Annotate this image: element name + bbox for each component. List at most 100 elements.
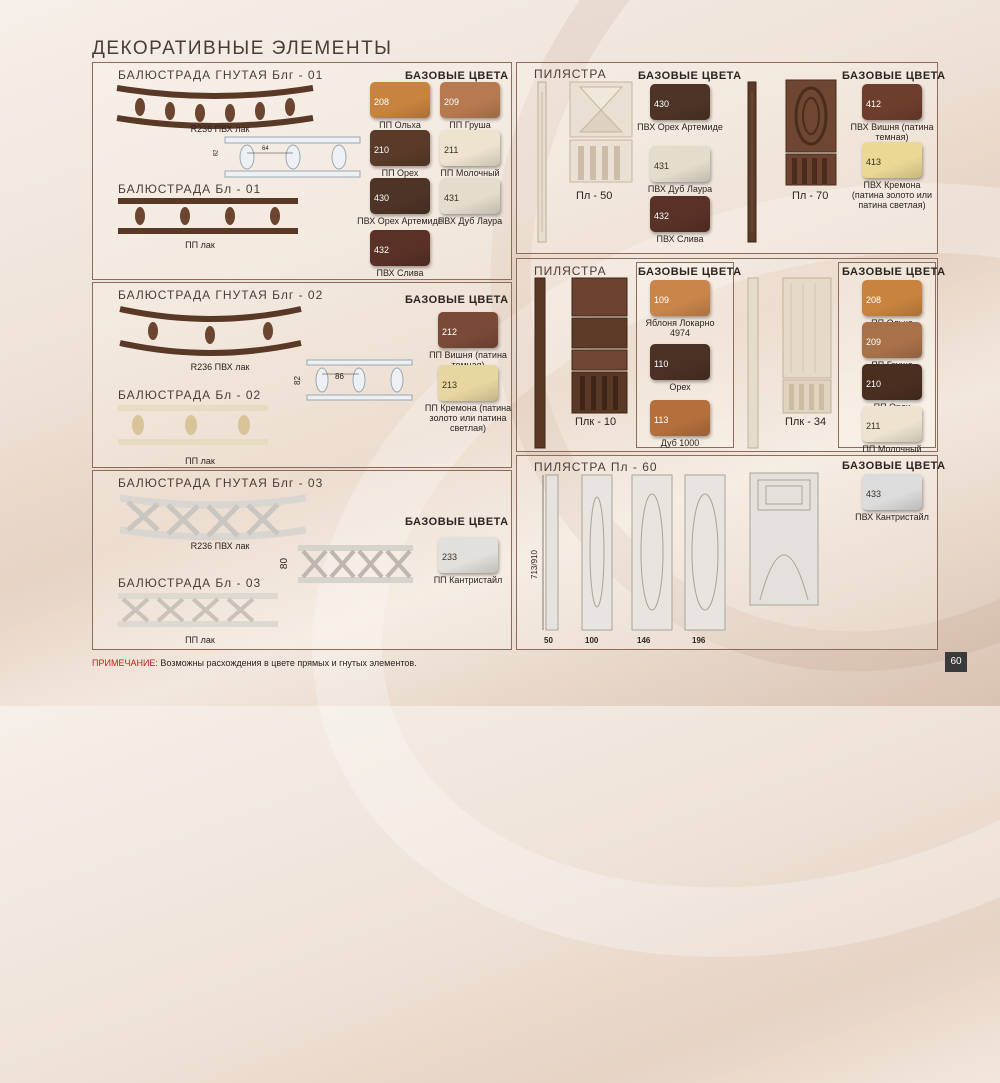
straight-balustrade-image — [118, 198, 298, 234]
swatch-label: ПВХ Вишня (патина темная) — [850, 122, 934, 142]
section-title-bl02: БАЛЮСТРАДА Бл - 02 — [118, 388, 262, 402]
balustrade-technical-drawing — [306, 359, 413, 401]
caption-plk34: Плк - 34 — [785, 416, 827, 428]
color-swatch-430[interactable]: 430 — [370, 178, 430, 214]
swatch-code: 212 — [442, 327, 458, 337]
swatch-code: 213 — [442, 380, 458, 390]
dim-height: 713/910 — [529, 550, 539, 579]
color-swatch-209[interactable]: 209 — [440, 82, 500, 118]
color-swatch-208[interactable]: 208 — [862, 280, 922, 316]
dim-width-196: 196 — [692, 636, 706, 645]
swatch-label: ПВХ Кремона (патина золото или патина св… — [851, 180, 933, 210]
section-title-pilaster: ПИЛЯСТРА — [534, 67, 607, 81]
swatch-code: 432 — [374, 245, 390, 255]
color-swatch-210[interactable]: 210 — [370, 130, 430, 166]
footnote-label: ПРИМЕЧАНИЕ: — [92, 658, 158, 668]
pilaster-side-profile — [747, 81, 757, 243]
swatch-code: 431 — [444, 193, 460, 203]
swatch-code: 110 — [654, 359, 669, 369]
swatch-label: ПВХ Слива — [656, 234, 704, 244]
swatch-code: 413 — [866, 157, 882, 167]
color-swatch-432[interactable]: 432 — [370, 230, 430, 266]
color-swatch-113[interactable]: 113 — [650, 400, 710, 436]
swatch-label: Орех — [669, 382, 691, 392]
pilaster-plk34-image — [782, 277, 832, 414]
page-number: 60 — [945, 652, 967, 672]
caption-pl50: Пл - 50 — [576, 190, 613, 202]
swatch-label: ПВХ Дуб Лаура — [437, 216, 503, 226]
color-swatch-210[interactable]: 210 — [862, 364, 922, 400]
dim-width: 86 — [335, 372, 344, 381]
swatch-code: 209 — [866, 337, 882, 347]
caption-bl03: ПП лак — [185, 635, 215, 645]
base-colors-heading: БАЗОВЫЕ ЦВЕТА — [842, 266, 946, 278]
swatch-label: ПВХ Слива — [376, 268, 424, 278]
base-colors-heading: БАЗОВЫЕ ЦВЕТА — [405, 516, 509, 528]
dim-height: 82 — [213, 149, 220, 157]
swatch-label: ПВХ Кантристайл — [855, 512, 929, 522]
swatch-label: ПП Кремона (патина золото или патина све… — [424, 403, 512, 433]
color-swatch-412[interactable]: 412 — [862, 84, 922, 120]
caption-bl02: ПП лак — [185, 456, 215, 466]
color-swatch-209[interactable]: 209 — [862, 322, 922, 358]
swatch-label: ПП Ольха — [379, 120, 421, 130]
swatch-label: ПВХ Орех Артемиде — [637, 122, 723, 132]
curved-balustrade-image — [119, 306, 302, 356]
base-colors-heading: БАЗОВЫЕ ЦВЕТА — [842, 70, 946, 82]
color-swatch-432[interactable]: 432 — [650, 196, 710, 232]
section-title-pilaster: ПИЛЯСТРА — [534, 264, 607, 278]
base-colors-heading: БАЗОВЫЕ ЦВЕТА — [405, 294, 509, 306]
color-swatch-430[interactable]: 430 — [650, 84, 710, 120]
color-swatch-431[interactable]: 431 — [650, 146, 710, 182]
curved-balustrade-image — [116, 85, 314, 129]
color-swatch-211[interactable]: 211 — [440, 130, 500, 166]
pilaster-side-profile — [747, 277, 759, 449]
lattice-technical-drawing — [298, 545, 413, 583]
swatch-code: 210 — [374, 145, 390, 155]
caption-pl70: Пл - 70 — [792, 190, 829, 202]
swatch-label: Яблоня Локарно 4974 — [645, 318, 715, 338]
pilaster-pl50-image — [569, 81, 633, 183]
caption-blg02: R236 ПВХ лак — [190, 362, 250, 372]
color-swatch-413[interactable]: 413 — [862, 142, 922, 178]
dim-height: 82 — [292, 376, 302, 385]
swatch-label: ПП Молочный — [862, 444, 922, 454]
swatch-code: 211 — [444, 145, 459, 155]
page-title: ДЕКОРАТИВНЫЕ ЭЛЕМЕНТЫ — [92, 38, 393, 59]
color-swatch-109[interactable]: 109 — [650, 280, 710, 316]
color-swatch-431[interactable]: 431 — [440, 178, 500, 214]
pilaster-side-profile — [534, 277, 546, 449]
color-swatch-110[interactable]: 110 — [650, 344, 710, 380]
color-swatch-211[interactable]: 211 — [862, 406, 922, 442]
pilaster-plk10-image — [571, 277, 628, 414]
swatch-code: 431 — [654, 161, 670, 171]
color-swatch-208[interactable]: 208 — [370, 82, 430, 118]
section-title-bl01: БАЛЮСТРАДА Бл - 01 — [118, 182, 262, 196]
swatch-label: ПП Кантристайл — [433, 575, 503, 585]
swatch-code: 208 — [866, 295, 882, 305]
swatch-code: 109 — [654, 295, 670, 305]
section-title-blg03: БАЛЮСТРАДА ГНУТАЯ Блг - 03 — [118, 476, 324, 490]
pilaster-pl70-image — [785, 79, 837, 186]
color-swatch-433[interactable]: 433 — [862, 474, 922, 510]
swatch-code: 208 — [374, 97, 390, 107]
dim-width: 64 — [262, 146, 269, 152]
swatch-code: 210 — [866, 379, 882, 389]
section-title-blg02: БАЛЮСТРАДА ГНУТАЯ Блг - 02 — [118, 288, 324, 302]
swatch-label: ПП Молочный — [440, 168, 500, 178]
swatch-label: ПВХ Дуб Лаура — [647, 184, 713, 194]
color-swatch-212[interactable]: 212 — [438, 312, 498, 348]
base-colors-heading: БАЗОВЫЕ ЦВЕТА — [638, 70, 742, 82]
color-swatch-213[interactable]: 213 — [438, 365, 498, 401]
color-swatch-233[interactable]: 233 — [438, 537, 498, 573]
caption-bl01: ПП лак — [185, 240, 215, 250]
caption-blg01: R236 ПВХ лак — [190, 124, 250, 134]
pilaster-side-profile — [537, 81, 547, 243]
dim-width-146: 146 — [637, 636, 651, 645]
swatch-code: 209 — [444, 97, 460, 107]
base-colors-heading: БАЗОВЫЕ ЦВЕТА — [405, 70, 509, 82]
straight-balustrade-image — [118, 405, 268, 445]
section-title-blg01: БАЛЮСТРАДА ГНУТАЯ Блг - 01 — [118, 68, 324, 82]
swatch-code: 430 — [374, 193, 390, 203]
dim-width-50: 50 — [544, 636, 553, 645]
